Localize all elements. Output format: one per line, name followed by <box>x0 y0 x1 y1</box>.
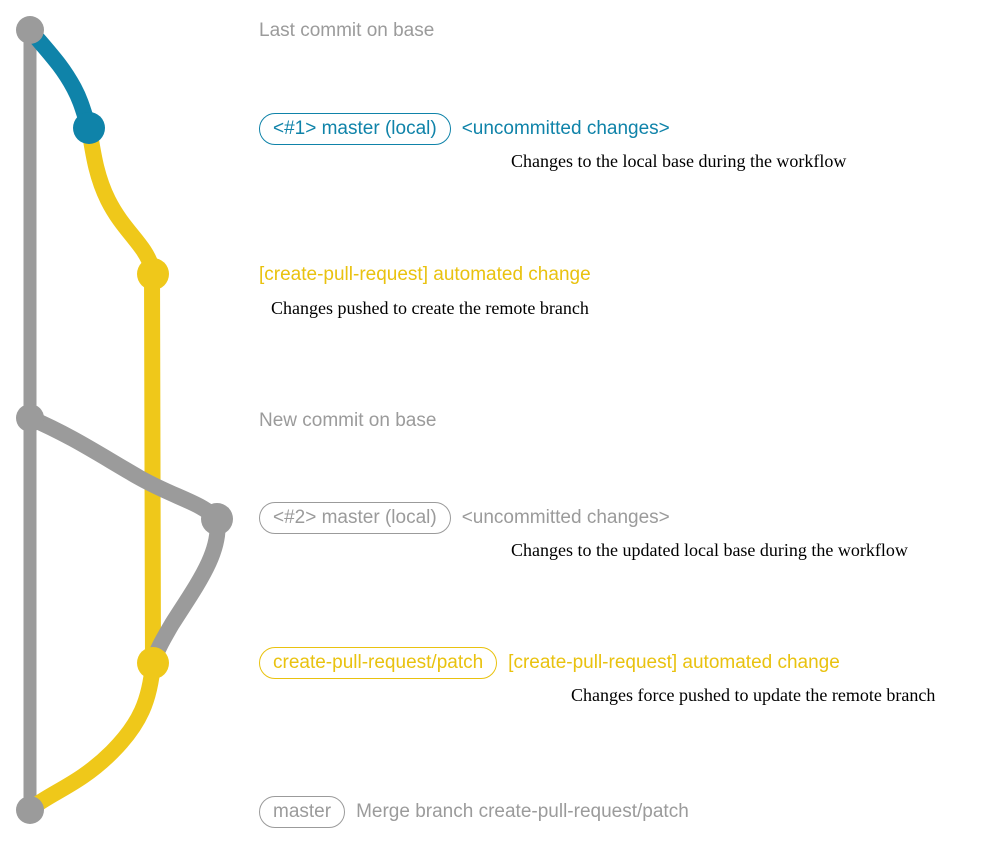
headline-local-commit-2: <uncommitted changes> <box>461 507 670 528</box>
merge-commit-node <box>16 796 44 824</box>
remote-commit-1-node <box>137 258 169 290</box>
badge-master[interactable]: master <box>259 796 346 828</box>
badge-create-pull-request-patch[interactable]: create-pull-request/patch <box>259 647 498 679</box>
row-local-commit-2: <#2> master (local) <uncommitted changes… <box>259 502 670 534</box>
headline-local-commit-1: <uncommitted changes> <box>461 118 670 139</box>
local-commit-2-node <box>201 503 233 535</box>
local-branch-1-line <box>22 22 97 136</box>
label-last-commit-on-base: Last commit on base <box>259 20 435 41</box>
subtext-automated-change-2: Changes force pushed to update the remot… <box>571 685 936 705</box>
headline-merge-commit: Merge branch create-pull-request/patch <box>356 801 689 822</box>
badge-local-commit-2[interactable]: <#2> master (local) <box>259 502 451 534</box>
headline-automated-change-1: [create-pull-request] automated change <box>259 264 591 285</box>
label-new-commit-on-base: New commit on base <box>259 410 437 431</box>
row-merge-commit: master Merge branch create-pull-request/… <box>259 796 689 828</box>
subtext-automated-change-1: Changes pushed to create the remote bran… <box>271 298 589 318</box>
row-local-commit-1: <#1> master (local) <uncommitted changes… <box>259 113 670 145</box>
base-commit-new-node <box>16 404 44 432</box>
base-commit-top-node <box>16 16 44 44</box>
remote-commit-2-node <box>137 647 169 679</box>
subtext-local-commit-2: Changes to the updated local base during… <box>511 540 908 560</box>
local-commit-1-node <box>73 112 105 144</box>
subtext-local-commit-1: Changes to the local base during the wor… <box>511 151 847 171</box>
local-branch-2-line <box>22 410 226 671</box>
headline-automated-change-2: [create-pull-request] automated change <box>508 652 840 673</box>
badge-local-commit-1[interactable]: <#1> master (local) <box>259 113 451 145</box>
remote-branch-line <box>81 120 161 671</box>
row-automated-change-2: create-pull-request/patch [create-pull-r… <box>259 647 840 679</box>
merge-back-line <box>24 655 161 816</box>
